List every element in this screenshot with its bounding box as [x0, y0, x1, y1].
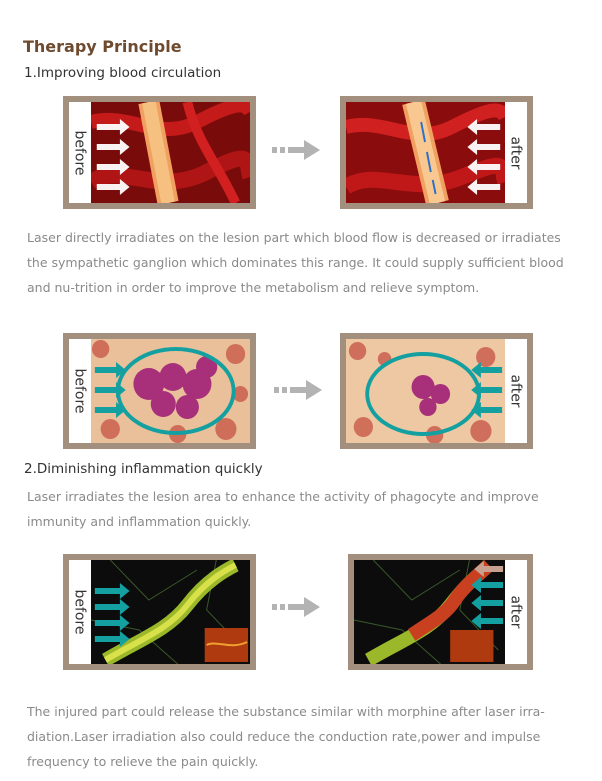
- section-1-text: Laser directly irradiates on the lesion …: [27, 230, 564, 295]
- after-label: after: [508, 595, 524, 629]
- after-image-cells: after: [340, 333, 533, 449]
- after-label-bar: after: [505, 339, 527, 443]
- before-label: before: [72, 589, 88, 635]
- cell-illustration-after: [346, 339, 505, 443]
- after-label-bar: after: [505, 102, 527, 203]
- nerve-illustration: [91, 560, 250, 664]
- before-label-bar: before: [69, 102, 91, 203]
- after-label: after: [508, 135, 524, 170]
- before-label-bar: before: [69, 339, 91, 443]
- after-label-bar: after: [505, 560, 527, 664]
- section-2-text: Laser irradiates the lesion area to enha…: [27, 489, 539, 529]
- cell-illustration: [91, 339, 250, 443]
- nerve-illustration-after: [354, 560, 505, 664]
- before-image-nerves: before: [63, 554, 256, 670]
- after-image-blood: after: [340, 96, 533, 209]
- before-image-cells: before: [63, 333, 256, 449]
- before-image-blood: before: [63, 96, 256, 209]
- blood-vessel-illustration-after: [346, 102, 505, 203]
- before-label: before: [72, 129, 88, 176]
- section-1-heading: 1.Improving blood circulation: [24, 65, 222, 81]
- page-title: Therapy Principle: [23, 37, 182, 56]
- dashed-arrow-right-icon: [272, 140, 320, 160]
- dashed-arrow-right-icon: [272, 597, 320, 617]
- after-label: after: [508, 374, 524, 408]
- before-label-bar: before: [69, 560, 91, 664]
- section-2-heading: 2.Diminishing inflammation quickly: [24, 461, 263, 477]
- blood-vessel-illustration: [91, 102, 250, 203]
- section-3-text: The injured part could release the subst…: [27, 704, 545, 769]
- after-image-nerves: after: [348, 554, 533, 670]
- dashed-arrow-right-icon: [274, 380, 322, 400]
- before-label: before: [72, 368, 88, 414]
